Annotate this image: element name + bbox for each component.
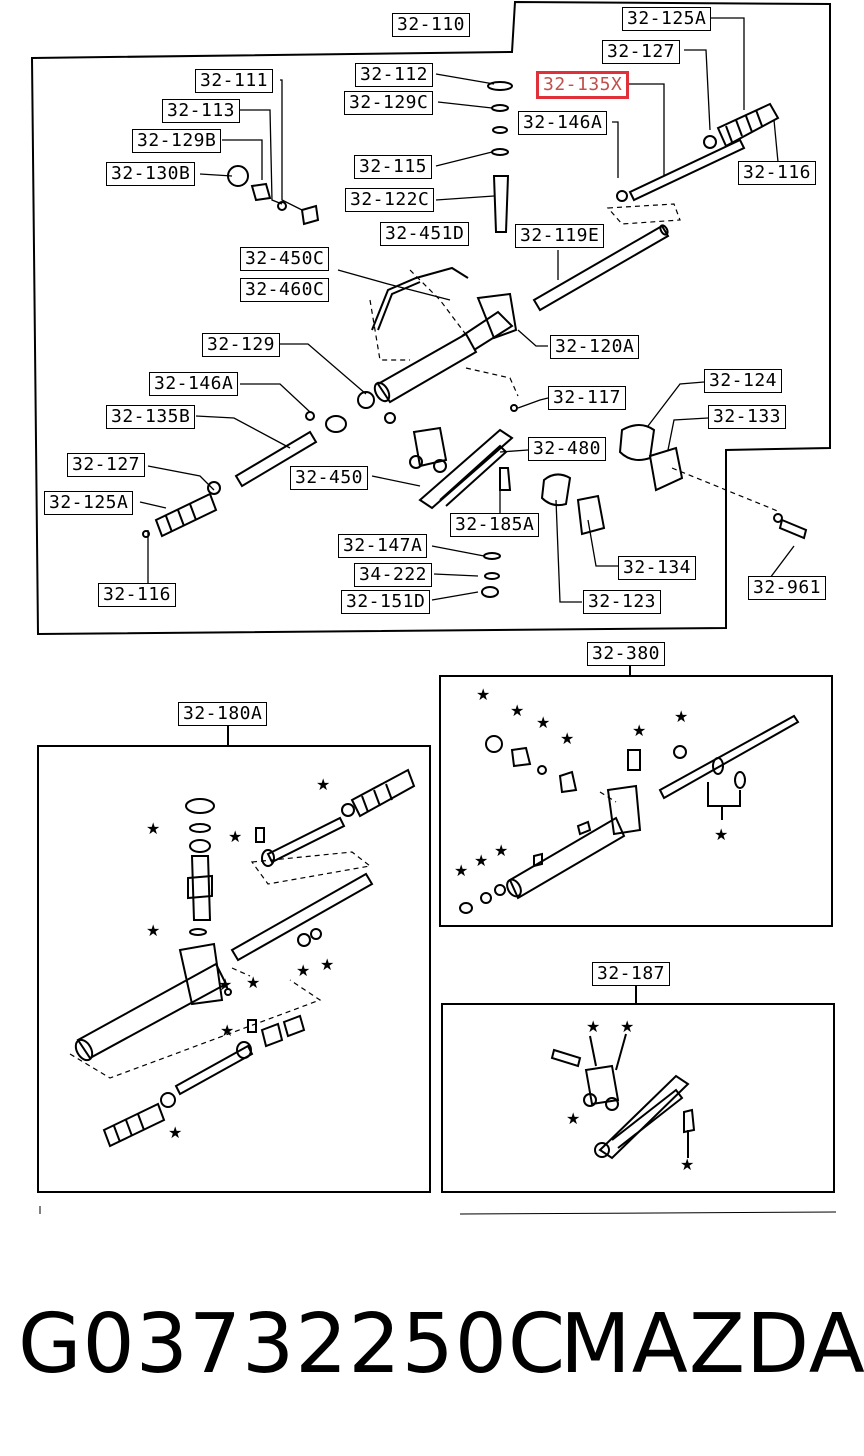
inner-rod-left [234, 430, 318, 488]
pipe-assembly [418, 428, 514, 510]
label-32-133: 32-133 [708, 405, 787, 429]
label-32-124: 32-124 [704, 369, 783, 393]
label-32-123: 32-123 [583, 590, 662, 614]
mount-bushing-left [540, 473, 572, 507]
label-32-147A: 32-147A [338, 534, 428, 558]
boot-left [154, 492, 218, 538]
svg-text:★: ★ [620, 1017, 634, 1036]
part-number: G03732250C [18, 1297, 567, 1392]
boot-top [716, 102, 780, 148]
label-32-113: 32-113 [162, 99, 241, 123]
label-32-127-left: 32-127 [67, 453, 146, 477]
rack-bar-right [532, 224, 670, 312]
rack-housing-top [376, 332, 478, 404]
inner-rod-top [628, 138, 746, 202]
svg-text:★: ★ [454, 861, 468, 880]
label-32-450: 32-450 [290, 466, 369, 490]
label-32-116-left: 32-116 [98, 583, 177, 607]
label-32-146A-top: 32-146A [518, 111, 608, 135]
bracket-right [648, 446, 684, 492]
label-32-135B: 32-135B [106, 405, 196, 429]
star-markers: ★ ★ ★ ★ ★ ★ ★ ★ ★ ★ ★ ★ ★ ★ ★ ★ ★ ★ ★ ★ ★ ★ ★ ★ [146, 685, 728, 1174]
svg-text:★: ★ [536, 713, 550, 732]
box-32-380 [439, 675, 833, 927]
svg-text:★: ★ [586, 1017, 600, 1036]
label-32-961: 32-961 [748, 576, 827, 600]
label-32-134: 32-134 [618, 556, 697, 580]
label-32-187: 32-187 [592, 962, 671, 986]
svg-text:★: ★ [296, 961, 310, 980]
label-32-119E: 32-119E [515, 224, 605, 248]
label-32-129: 32-129 [202, 333, 281, 357]
label-32-151D: 32-151D [341, 590, 431, 614]
separator-line [459, 1211, 837, 1215]
svg-text:★: ★ [220, 1021, 234, 1040]
svg-text:★: ★ [494, 841, 508, 860]
svg-text:★: ★ [680, 1155, 694, 1174]
label-32-130B: 32-130B [106, 162, 196, 186]
svg-text:★: ★ [316, 775, 330, 794]
label-32-111: 32-111 [195, 69, 274, 93]
brand-name: MAZDA [560, 1297, 864, 1392]
svg-text:★: ★ [560, 729, 574, 748]
bracket-left [576, 494, 606, 536]
label-32-180A: 32-180A [178, 702, 268, 726]
bolt-32-961 [778, 518, 808, 540]
label-32-380: 32-380 [587, 642, 666, 666]
label-32-110: 32-110 [392, 13, 471, 37]
label-32-480: 32-480 [528, 437, 607, 461]
svg-text:★: ★ [146, 819, 160, 838]
svg-text:★: ★ [246, 973, 260, 992]
label-32-122C: 32-122C [345, 188, 435, 212]
label-32-451D: 32-451D [380, 222, 470, 246]
main-assembly-frame [30, 0, 831, 636]
svg-text:★: ★ [632, 721, 646, 740]
label-32-129C: 32-129C [344, 91, 434, 115]
svg-text:★: ★ [168, 1123, 182, 1142]
svg-text:★: ★ [146, 921, 160, 940]
label-32-460C: 32-460C [240, 278, 330, 302]
pinion-shaft [492, 175, 510, 233]
svg-text:★: ★ [674, 707, 688, 726]
svg-text:★: ★ [566, 1109, 580, 1128]
svg-text:★: ★ [474, 851, 488, 870]
label-32-127-top: 32-127 [602, 40, 681, 64]
label-32-117: 32-117 [548, 386, 627, 410]
box-32-187 [441, 1003, 835, 1193]
label-34-222: 34-222 [354, 563, 433, 587]
label-32-112: 32-112 [355, 63, 434, 87]
label-32-185A: 32-185A [450, 513, 540, 537]
svg-text:★: ★ [320, 955, 334, 974]
label-32-116-top: 32-116 [738, 161, 817, 185]
label-32-120A: 32-120A [550, 335, 640, 359]
label-32-135X-highlighted: 32-135X [537, 72, 629, 98]
svg-text:★: ★ [714, 825, 728, 844]
label-32-125A-left: 32-125A [44, 491, 134, 515]
mount-bushing-right [618, 424, 656, 461]
label-32-125A-top: 32-125A [622, 7, 712, 31]
box-32-180A [37, 745, 431, 1193]
svg-text:★: ★ [510, 701, 524, 720]
label-32-115: 32-115 [354, 155, 433, 179]
svg-text:★: ★ [476, 685, 490, 704]
svg-text:★: ★ [228, 827, 242, 846]
label-32-450C: 32-450C [240, 247, 330, 271]
svg-text:★: ★ [218, 975, 232, 994]
label-32-129B: 32-129B [132, 129, 222, 153]
label-32-146A-left: 32-146A [149, 372, 239, 396]
